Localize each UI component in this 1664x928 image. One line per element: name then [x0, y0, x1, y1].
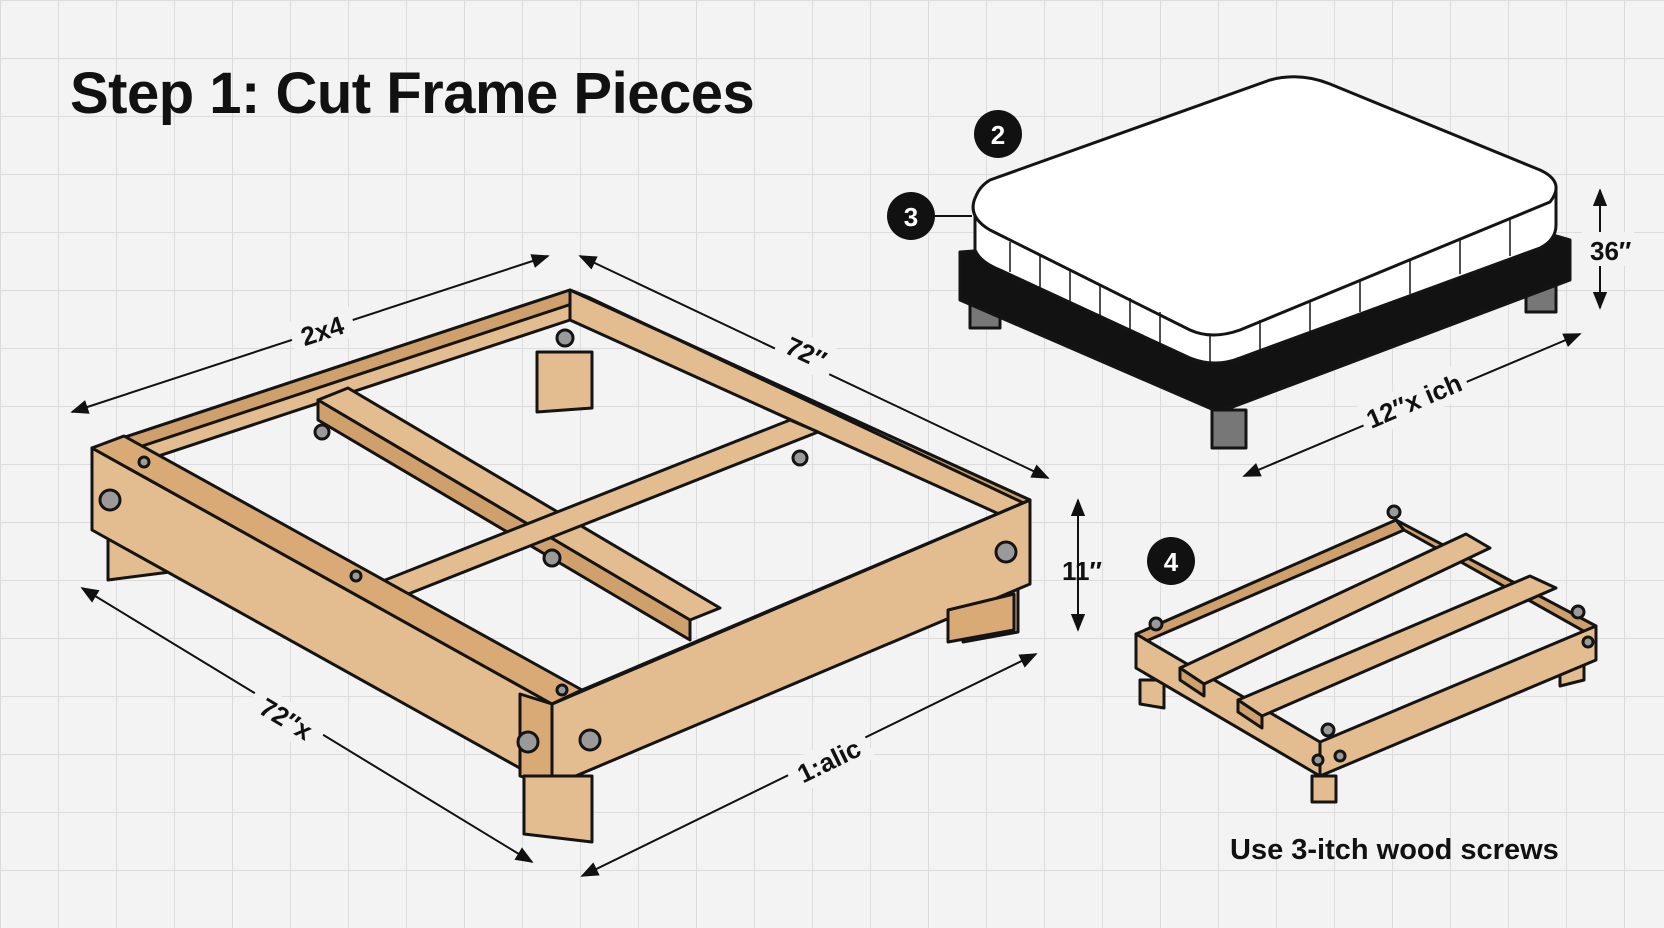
step-badges: 2 3 4	[887, 110, 1195, 585]
beam-back-right-top	[568, 288, 1032, 508]
page-title: Step 1: Cut Frame Pieces	[70, 61, 755, 126]
screw-note: Use 3-itch wood screws	[1230, 834, 1559, 866]
screw	[542, 548, 562, 568]
screw	[1320, 722, 1336, 738]
screw	[1311, 753, 1325, 767]
screw	[791, 449, 809, 467]
leg-front-right	[946, 592, 1016, 644]
beam-front-right-top	[550, 498, 1032, 706]
leg-back-center	[535, 350, 594, 414]
dim-label-bed-height: 36″	[1590, 236, 1631, 266]
slat-board-edge	[1236, 698, 1264, 730]
badge-3: 3	[887, 192, 972, 240]
screw	[1148, 616, 1164, 632]
screw	[313, 423, 331, 441]
screw	[1570, 604, 1586, 620]
badge-2-label: 2	[991, 120, 1005, 150]
screw	[578, 728, 602, 752]
dim-label-bottom-right: 1:alic	[793, 733, 866, 789]
main-frame	[90, 288, 1032, 844]
dim-label-bed-width: 12″x ich	[1362, 368, 1466, 435]
slat-frame	[1134, 504, 1598, 804]
screw	[349, 569, 363, 583]
screw	[555, 328, 575, 348]
bed-leg-front	[1210, 408, 1248, 450]
screw	[1333, 749, 1347, 763]
frame-dimension-labels: 2x4 72″ 11″ 72″x 1:alic	[242, 302, 1102, 796]
slat-board-edge	[1178, 666, 1206, 698]
screw	[516, 730, 540, 754]
screw	[994, 540, 1018, 564]
beam-front-right	[550, 498, 1032, 788]
slat-leg	[1310, 774, 1338, 804]
screw	[1581, 635, 1595, 649]
leg-front-center	[522, 774, 594, 844]
screw	[1386, 504, 1402, 520]
badge-4-label: 4	[1164, 547, 1179, 577]
screw	[98, 488, 122, 512]
screw	[137, 455, 151, 469]
dim-label-height: 11″	[1062, 556, 1102, 586]
slat-leg	[1138, 678, 1166, 710]
badge-2: 2	[974, 110, 1022, 158]
slat-screws	[1148, 504, 1595, 767]
badge-4: 4	[1147, 537, 1195, 585]
screw	[555, 683, 569, 697]
bed-illustration	[958, 75, 1572, 450]
mattress-top	[971, 75, 1558, 337]
badge-3-label: 3	[904, 202, 918, 232]
